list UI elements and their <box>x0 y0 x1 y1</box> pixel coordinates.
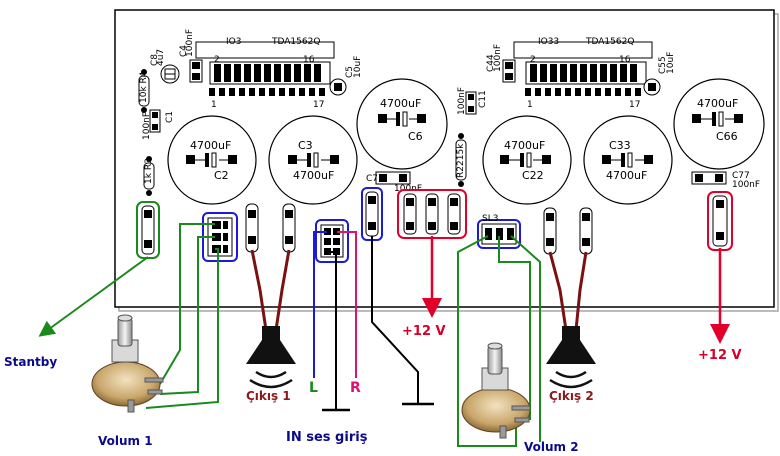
standby-label: Stantby <box>4 355 57 369</box>
ic-io3-part: TDA1562Q <box>271 37 320 47</box>
c5-ref: C5 <box>345 66 355 78</box>
cap-c33: C33 4700uF <box>583 115 673 205</box>
output2-wire-b <box>574 251 588 331</box>
c11-value: 100nF <box>457 87 467 115</box>
volume1-wire-b <box>159 236 215 395</box>
speaker-1 <box>246 326 296 389</box>
cap-c66-ref: C66 <box>716 130 738 143</box>
c4-value: 100nF <box>185 29 195 57</box>
ic-io33: IO33 TDA1562Q 2 16 1 17 <box>513 37 653 110</box>
r3-label: 1k R3 <box>144 158 154 184</box>
input-wire-left <box>313 231 327 378</box>
input-label: IN ses giriş <box>286 430 368 445</box>
ic-io3-pin1: 1 <box>211 100 217 110</box>
ground-connector[interactable] <box>361 187 383 241</box>
input-connector[interactable] <box>315 219 349 263</box>
c55-value: 10uF <box>666 52 676 74</box>
c4-ref: C4 <box>179 45 189 57</box>
c44-value: 100nF <box>493 44 503 72</box>
c77-ref: C77 <box>732 171 750 181</box>
output1-label: Çıkış 1 <box>246 389 291 403</box>
c5-value: 10uF <box>353 56 363 78</box>
cap-c22-value: 4700uF <box>504 139 545 152</box>
input-wire-ground <box>327 251 337 410</box>
cap-c6: 4700uF C6 <box>356 78 448 170</box>
cap-c22-ref: C22 <box>522 169 544 182</box>
left-channel-label: L <box>309 380 318 396</box>
ic-io3-pin16: 16 <box>303 55 315 65</box>
ic-io33-pin17: 17 <box>629 100 640 110</box>
cap-c2: 4700uF C2 <box>167 115 257 205</box>
c7-ref: C7 <box>366 174 378 184</box>
cap-c3: C3 4700uF <box>268 115 358 205</box>
supply-center-label: +12 V <box>402 324 446 339</box>
supply-connector-center[interactable] <box>397 189 467 239</box>
volume2-label: Volum 2 <box>524 440 579 454</box>
cap-c2-ref: C2 <box>214 169 229 182</box>
c1-value: 100nF <box>142 112 152 140</box>
c8-ref: C8 <box>150 54 160 66</box>
c44-ref: C44 <box>486 54 496 72</box>
speaker-2 <box>546 326 596 389</box>
cap-c2-value: 4700uF <box>190 139 231 152</box>
volume2-wire-c <box>510 235 541 442</box>
cap-c33-value: 4700uF <box>606 169 647 182</box>
ic-io33-pin2: 2 <box>530 55 536 65</box>
r22-label: R2215k <box>456 143 466 178</box>
supply-ground-wire <box>371 236 419 404</box>
cap-c22: 4700uF C22 <box>482 115 572 205</box>
ic-io33-pin16: 16 <box>619 55 631 65</box>
cap-c66-value: 4700uF <box>697 97 738 110</box>
small-components: C4 100nF C8 4u7 10k R4 C1 100nF 1k R3 C5… <box>138 29 760 196</box>
c55-ref: C55 <box>658 56 668 74</box>
ic-io3-pin17: 17 <box>313 100 324 110</box>
cap-c6-value: 4700uF <box>380 97 421 110</box>
cap-c66: 4700uF C66 <box>673 78 765 170</box>
potentiometer-2 <box>461 342 531 439</box>
volume2-wire-a <box>457 235 517 447</box>
c1-ref: C1 <box>165 111 175 123</box>
c8-value: 4u7 <box>156 49 166 66</box>
sl3-ref: SL3 <box>482 214 498 224</box>
ic-io33-part: TDA1562Q <box>585 37 634 47</box>
cap-c3-value: 4700uF <box>293 169 334 182</box>
volume2-wire-b <box>498 236 531 420</box>
volume1-wire-a <box>159 223 215 385</box>
c11-ref: C11 <box>478 90 488 108</box>
ic-io33-pin1: 1 <box>527 100 533 110</box>
output2-wire-a <box>548 251 568 331</box>
potentiometer-1 <box>91 314 164 413</box>
right-channel-label: R <box>350 380 361 396</box>
r4-label: 10k R4 <box>139 71 149 103</box>
cap-c6-ref: C6 <box>408 130 423 143</box>
cap-c33-ref: C33 <box>609 139 631 152</box>
output2-label: Çıkış 2 <box>549 389 594 403</box>
supply-right-label: +12 V <box>698 348 742 363</box>
volume1-label: Volum 1 <box>98 434 153 448</box>
c77-value: 100nF <box>732 180 760 190</box>
ic-io3-pin2: 2 <box>214 55 220 65</box>
volume1-wire-c <box>145 248 219 409</box>
cap-c3-ref: C3 <box>298 139 313 152</box>
input-wire-right <box>337 231 357 378</box>
ic-io3-ref: IO3 <box>226 37 241 47</box>
ic-io3: IO3 TDA1562Q 2 16 1 17 <box>195 37 335 110</box>
output1-wire-a <box>250 249 268 331</box>
ic-io33-ref: IO33 <box>538 37 559 47</box>
output1-wire-b <box>274 249 291 331</box>
standby-wire <box>38 256 149 337</box>
